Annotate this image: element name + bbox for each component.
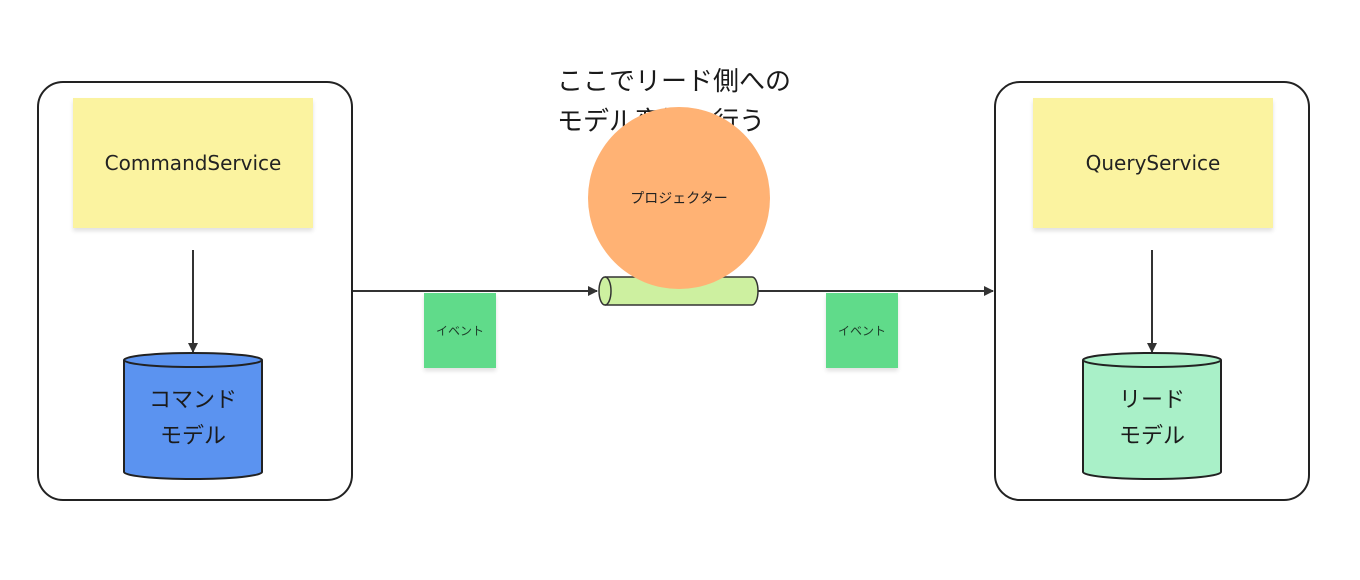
event-label-left: イベント bbox=[435, 324, 484, 338]
command-db-line-1: コマンド bbox=[148, 388, 237, 413]
event-label-right: イベント bbox=[837, 324, 886, 338]
read-model-db-label: リード モデル bbox=[1082, 364, 1222, 474]
command-db-line-2: モデル bbox=[159, 424, 226, 449]
command-model-db-label: コマンド モデル bbox=[123, 364, 263, 474]
command-service-label: CommandService bbox=[104, 151, 282, 175]
read-db-line-1: リード bbox=[1118, 388, 1185, 413]
event-pipe-shape bbox=[598, 276, 759, 306]
query-service-note: QueryService bbox=[1033, 98, 1273, 228]
query-service-label: QueryService bbox=[1085, 151, 1221, 175]
command-model-db-shape bbox=[123, 352, 263, 480]
annotation-line-1: ここでリード側への bbox=[557, 67, 792, 97]
projector-circle bbox=[588, 107, 770, 289]
read-db-line-2: モデル bbox=[1118, 424, 1185, 449]
event-note-left: イベント bbox=[424, 293, 496, 368]
event-note-right: イベント bbox=[826, 293, 898, 368]
projector-label: プロジェクター bbox=[630, 191, 728, 207]
read-model-db-shape bbox=[1082, 352, 1222, 480]
command-service-note: CommandService bbox=[73, 98, 313, 228]
